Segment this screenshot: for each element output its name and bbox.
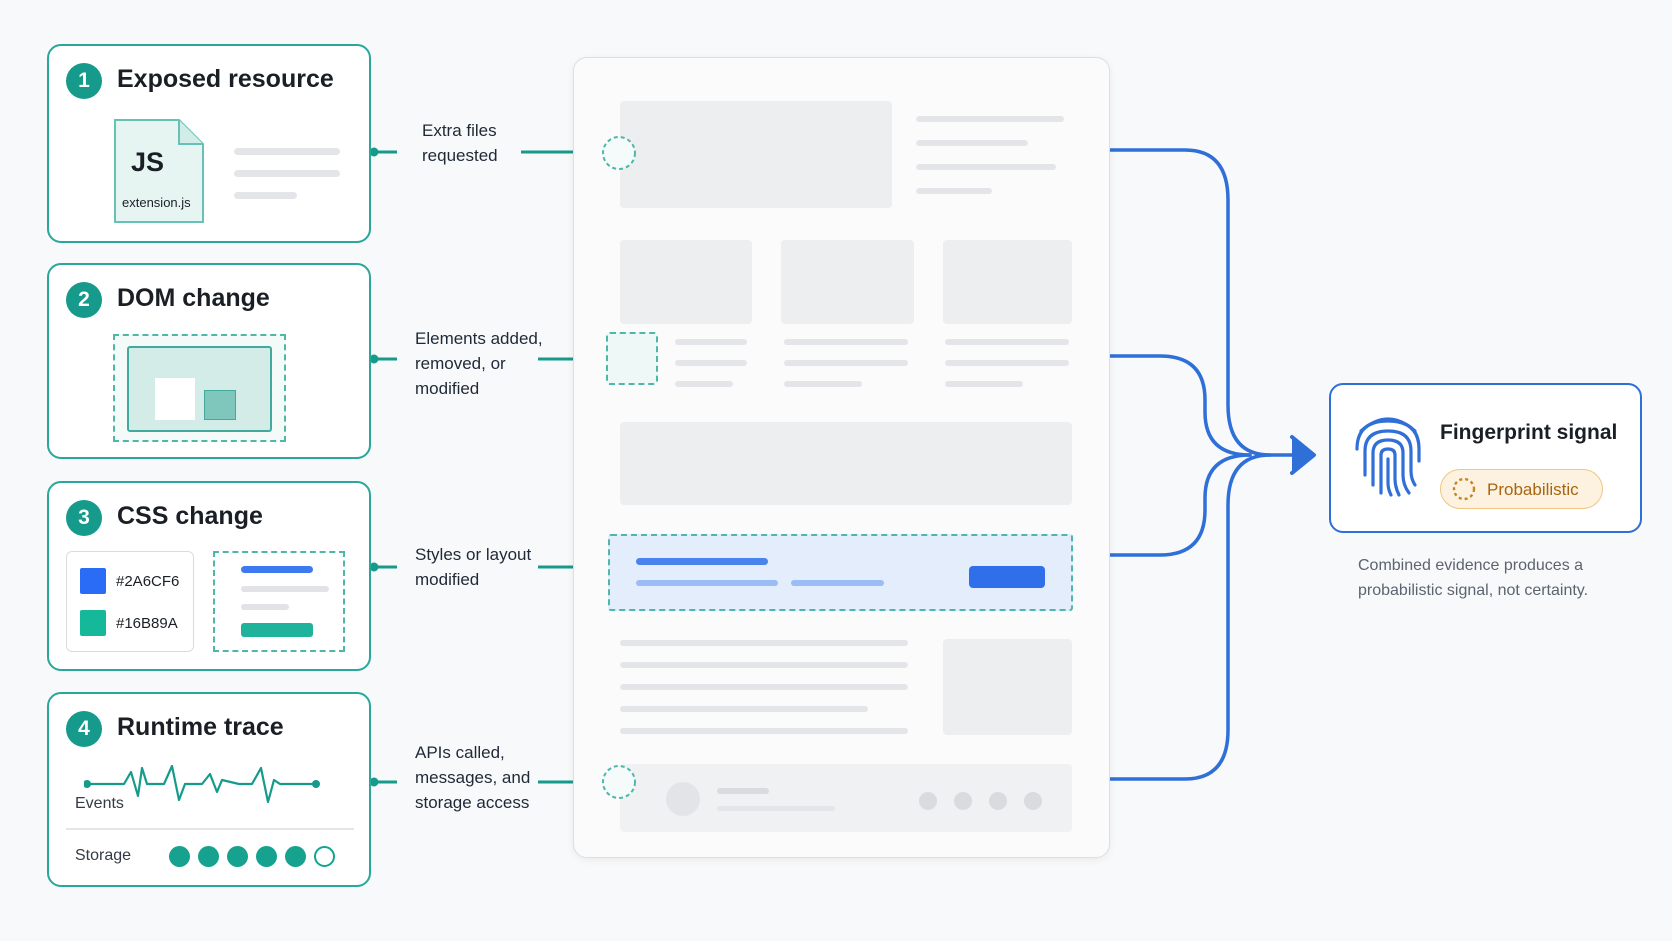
storage-dot-filled [285, 846, 306, 867]
styled-button [969, 566, 1045, 588]
connector-label-dom: Elements added, removed, or modified [415, 329, 543, 398]
styled-row-highlight [608, 534, 1073, 611]
footer-block [620, 764, 1072, 832]
result-title: Fingerprint signal [1440, 421, 1618, 444]
footer-line [717, 788, 769, 794]
footer-avatar [666, 782, 700, 816]
events-label: Events [75, 795, 124, 812]
divider [66, 828, 354, 830]
card-title: DOM change [117, 284, 270, 312]
card-title: Exposed resource [117, 65, 334, 93]
layout-bar-grey [241, 586, 329, 592]
fingerprint-icon [1355, 417, 1421, 497]
blue-merge-lines [1108, 148, 1316, 781]
js-file-icon [114, 119, 204, 223]
dom-child-teal [204, 390, 236, 420]
card-runtime-trace: 4 Runtime trace Events Storage [47, 692, 371, 887]
dom-element-box [127, 346, 272, 432]
storage-label: Storage [75, 847, 132, 864]
result-caption: Combined evidence produces a probabilist… [1358, 557, 1589, 599]
styled-bar [636, 580, 778, 586]
text-line [620, 706, 868, 712]
layout-bar-blue [241, 566, 313, 573]
footer-dot [919, 792, 937, 810]
badge-label: Probabilistic [1487, 480, 1579, 499]
probabilistic-badge: Probabilistic [1440, 469, 1603, 509]
text-line [675, 381, 733, 387]
placeholder-line [234, 148, 340, 155]
fingerprint-signal-card: Fingerprint signal Probabilistic [1329, 383, 1642, 533]
text-line [620, 684, 908, 690]
card-title: CSS change [117, 502, 263, 530]
text-line [916, 188, 992, 194]
swatch-teal [80, 610, 106, 636]
card-title: Runtime trace [117, 713, 284, 741]
card-stubs [369, 147, 397, 787]
styled-bar [636, 558, 768, 565]
footer-dot [954, 792, 972, 810]
grid-card [620, 240, 752, 324]
footer-line [717, 806, 835, 811]
text-line [945, 381, 1023, 387]
placeholder-line [234, 170, 340, 177]
text-line [784, 381, 862, 387]
webpage-mockup [573, 57, 1110, 858]
step-number: 2 [66, 282, 102, 318]
text-line [620, 728, 908, 734]
dom-child-white [155, 378, 195, 420]
connector-label-runtime: APIs called, messages, and storage acces… [415, 743, 531, 812]
text-line [675, 339, 747, 345]
swatch-blue-label: #2A6CF6 [116, 573, 180, 590]
text-line [916, 164, 1056, 170]
file-badge: JS [131, 147, 165, 177]
placeholder-line [234, 192, 297, 199]
connector-label-resource: Extra files requested [422, 121, 498, 165]
layout-dashed-frame [213, 551, 345, 652]
text-line [620, 662, 908, 668]
card-dom-change: 2 DOM change [47, 263, 371, 459]
event-trace-graph [84, 764, 320, 804]
dom-dashed-frame [113, 334, 286, 442]
dashed-circle-icon [1452, 477, 1476, 501]
swatch-blue [80, 568, 106, 594]
image-block [943, 639, 1072, 735]
card-exposed-resource: 1 Exposed resource JS extension.js [47, 44, 371, 243]
layout-bar-teal [241, 623, 313, 637]
storage-dot-filled [256, 846, 277, 867]
text-line [916, 116, 1064, 122]
grid-card [781, 240, 914, 324]
added-dom-element [606, 332, 658, 385]
color-swatch-panel: #2A6CF6 #16B89A [66, 551, 194, 652]
file-name: extension.js [122, 195, 191, 210]
text-line [620, 640, 908, 646]
grid-card [943, 240, 1072, 324]
text-line [784, 360, 908, 366]
text-line [945, 339, 1069, 345]
storage-dot-filled [169, 846, 190, 867]
text-line [675, 360, 747, 366]
connector-label-css: Styles or layout modified [415, 545, 532, 589]
text-line [916, 140, 1028, 146]
banner-block [620, 422, 1072, 505]
dashed-circle-icon [602, 136, 636, 170]
styled-bar [791, 580, 884, 586]
footer-dot [989, 792, 1007, 810]
footer-dot [1024, 792, 1042, 810]
dashed-circle-icon [602, 765, 636, 799]
step-number: 4 [66, 711, 102, 747]
storage-dot-empty [314, 846, 335, 867]
storage-dot-filled [227, 846, 248, 867]
step-number: 3 [66, 500, 102, 536]
text-line [784, 339, 908, 345]
card-css-change: 3 CSS change #2A6CF6 #16B89A [47, 481, 371, 671]
swatch-teal-label: #16B89A [116, 615, 178, 632]
step-number: 1 [66, 63, 102, 99]
text-line [945, 360, 1069, 366]
hero-block [620, 101, 892, 208]
storage-dot-filled [198, 846, 219, 867]
layout-bar-grey [241, 604, 289, 610]
